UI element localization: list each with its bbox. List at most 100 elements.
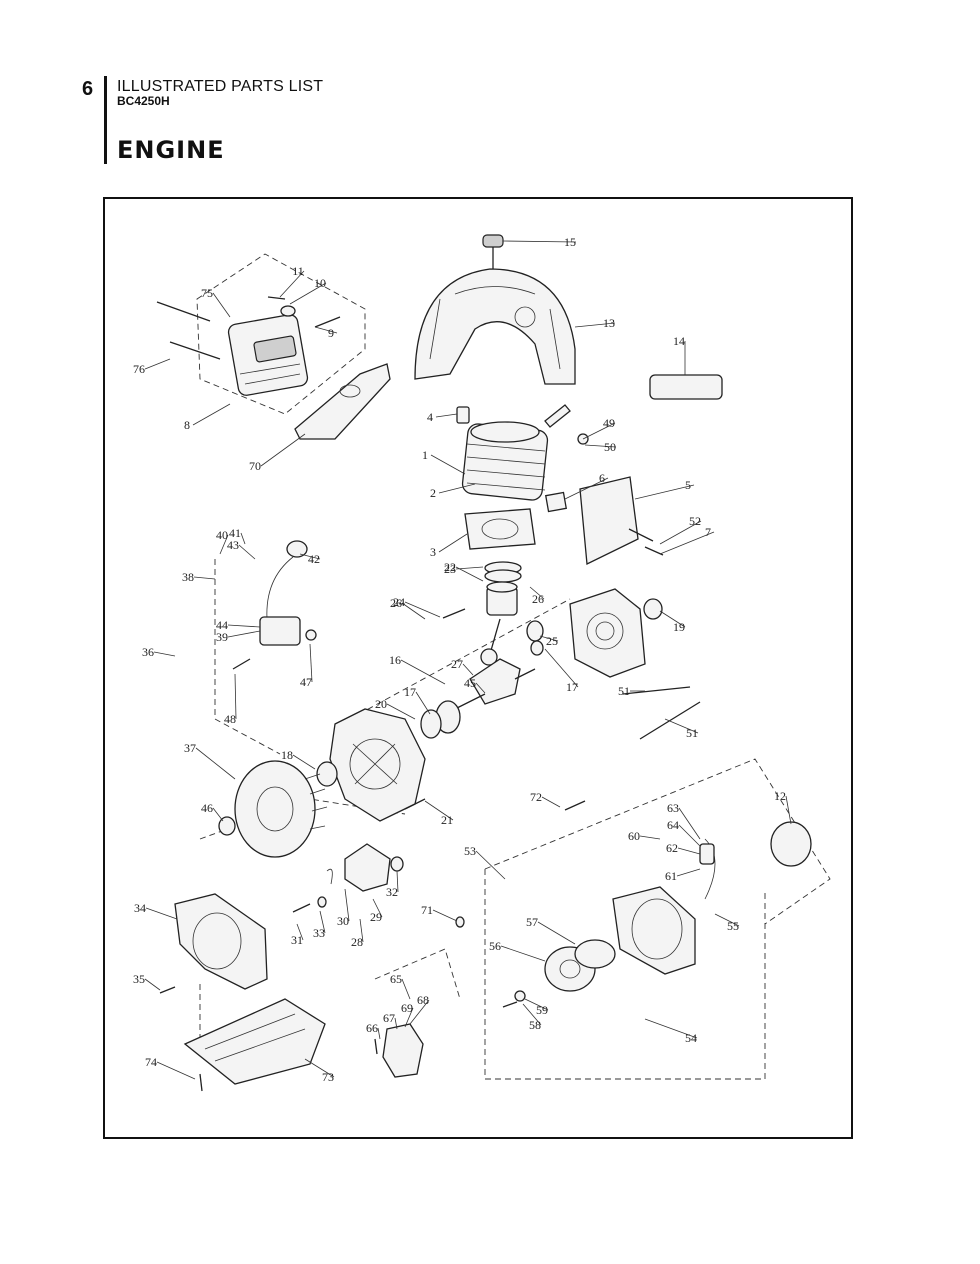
- callout-40: 40: [216, 528, 228, 542]
- leader-line-9: [314, 326, 338, 334]
- callout-32: 32: [386, 885, 398, 899]
- leader-line-69: [404, 1007, 414, 1028]
- leader-line-67: [394, 1017, 398, 1030]
- callout-9: 9: [328, 326, 334, 340]
- leader-line-36: [153, 651, 176, 657]
- leader-line-50: [584, 444, 617, 448]
- callout-75: 75: [201, 286, 213, 300]
- callout-46: 46: [201, 801, 213, 815]
- callout-58: 58: [529, 1018, 541, 1032]
- callout-36: 36: [142, 645, 154, 659]
- callout-22: 22: [444, 560, 456, 574]
- leader-line-12: [785, 795, 792, 825]
- leader-line-44: [227, 624, 261, 628]
- muffler-assembly: [156, 296, 391, 440]
- leader-line-5: [634, 484, 695, 500]
- callout-13: 13: [603, 316, 615, 330]
- page-number: 6: [82, 78, 94, 100]
- leader-line-58: [522, 1003, 542, 1026]
- leader-line-22: [455, 566, 484, 582]
- callout-73: 73: [322, 1070, 334, 1084]
- callout-66: 66: [366, 1021, 378, 1035]
- callout-49: 49: [603, 416, 615, 430]
- callout-63: 63: [667, 801, 679, 815]
- callout-43: 43: [227, 538, 239, 552]
- callout-64: 64: [667, 818, 679, 832]
- leader-line-72: [541, 796, 561, 808]
- callout-53: 53: [464, 844, 476, 858]
- callout-48: 48: [224, 712, 236, 726]
- leader-line-37: [195, 747, 236, 780]
- leader-line-70: [260, 433, 306, 467]
- leader-line-29: [372, 898, 383, 918]
- leader-line-43: [238, 544, 256, 560]
- leader-line-24: [404, 601, 441, 618]
- leader-line-46: [212, 807, 224, 822]
- callout-47: 47: [300, 675, 312, 689]
- leader-line-7: [659, 531, 715, 555]
- leader-line-71: [432, 909, 458, 922]
- leader-line-31: [296, 923, 304, 941]
- leader-line-23: [455, 566, 484, 570]
- callout-38: 38: [182, 570, 194, 584]
- piston-crankshaft: [420, 561, 544, 739]
- callout-55: 55: [727, 919, 739, 933]
- fan-housing: [159, 893, 268, 994]
- callout-30: 30: [337, 914, 349, 928]
- callout-10: 10: [314, 276, 326, 290]
- callout-54: 54: [685, 1031, 697, 1045]
- callout-41: 41: [229, 526, 241, 540]
- callout-20: 20: [375, 697, 387, 711]
- callout-72: 72: [530, 790, 542, 804]
- leader-line-65: [401, 978, 411, 1000]
- leader-line-45: [475, 682, 486, 694]
- leader-line-73: [304, 1058, 335, 1078]
- leader-lines: [144, 240, 792, 1080]
- leader-line-54: [644, 1018, 698, 1039]
- document-title: ILLUSTRATED PARTS LIST: [117, 78, 324, 95]
- callout-11: 11: [292, 264, 304, 278]
- callout-50: 50: [604, 440, 616, 454]
- callout-71: 71: [421, 903, 433, 917]
- leader-line-18: [292, 754, 316, 770]
- callout-51: 51: [686, 726, 698, 740]
- leader-line-26: [401, 602, 426, 620]
- leader-line-68: [409, 999, 430, 1025]
- callout-67: 67: [383, 1011, 395, 1025]
- ignition-coil: [232, 540, 317, 670]
- callout-26: 26: [532, 592, 544, 606]
- leader-line-19: [659, 610, 686, 628]
- leader-line-52: [659, 520, 702, 545]
- clutch-assembly: [292, 843, 404, 913]
- leader-line-17: [544, 648, 579, 688]
- callout-60: 60: [628, 829, 640, 843]
- callout-57: 57: [526, 915, 538, 929]
- callout-8: 8: [184, 418, 190, 432]
- callout-25: 25: [546, 634, 558, 648]
- leader-line-15: [502, 240, 577, 243]
- callout-51: 51: [618, 684, 630, 698]
- leader-line-10: [289, 282, 327, 305]
- callout-15: 15: [564, 235, 576, 249]
- leader-line-11: [279, 270, 305, 298]
- leader-line-13: [574, 322, 616, 328]
- leader-line-25: [539, 635, 559, 642]
- leader-line-30: [344, 888, 350, 922]
- leader-line-40: [219, 534, 229, 555]
- callout-3: 3: [430, 545, 436, 559]
- leader-line-2: [438, 483, 476, 494]
- flywheel: [218, 760, 328, 858]
- leader-line-17: [415, 691, 431, 715]
- callout-6: 6: [599, 471, 605, 485]
- leader-line-62: [677, 847, 701, 855]
- callout-45: 45: [464, 676, 476, 690]
- cylinder-assembly: [456, 404, 664, 565]
- leader-line-42: [299, 553, 321, 560]
- callout-62: 62: [666, 841, 678, 855]
- callout-17: 17: [404, 685, 416, 699]
- engine-base: [183, 998, 326, 1092]
- leader-line-59: [524, 998, 549, 1011]
- section-title: ENGINE: [117, 136, 225, 164]
- callout-59: 59: [536, 1003, 548, 1017]
- leader-line-55: [714, 913, 740, 927]
